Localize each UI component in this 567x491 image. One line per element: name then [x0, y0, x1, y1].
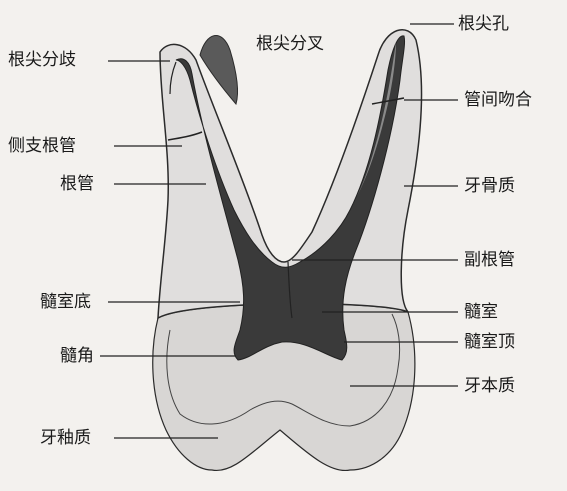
label-pulp-floor: 髓室底 — [40, 292, 91, 312]
label-pulp-horn: 髓角 — [60, 346, 94, 366]
label-pulp-roof: 髓室顶 — [464, 332, 515, 352]
label-dentin: 牙本质 — [464, 376, 515, 396]
label-apical-bifurcation: 根尖分叉 — [256, 34, 324, 54]
label-cementum: 牙骨质 — [464, 176, 515, 196]
label-apical-foramen: 根尖孔 — [458, 14, 509, 34]
label-enamel: 牙釉质 — [40, 428, 91, 448]
label-intercanal-anastomosis: 管间吻合 — [464, 90, 532, 110]
label-pulp-chamber: 髓室 — [464, 302, 498, 322]
label-root-canal: 根管 — [60, 174, 94, 194]
label-lateral-canal: 侧支根管 — [8, 136, 76, 156]
label-accessory-canal: 副根管 — [464, 250, 515, 270]
label-apical-ramification: 根尖分歧 — [8, 50, 76, 70]
